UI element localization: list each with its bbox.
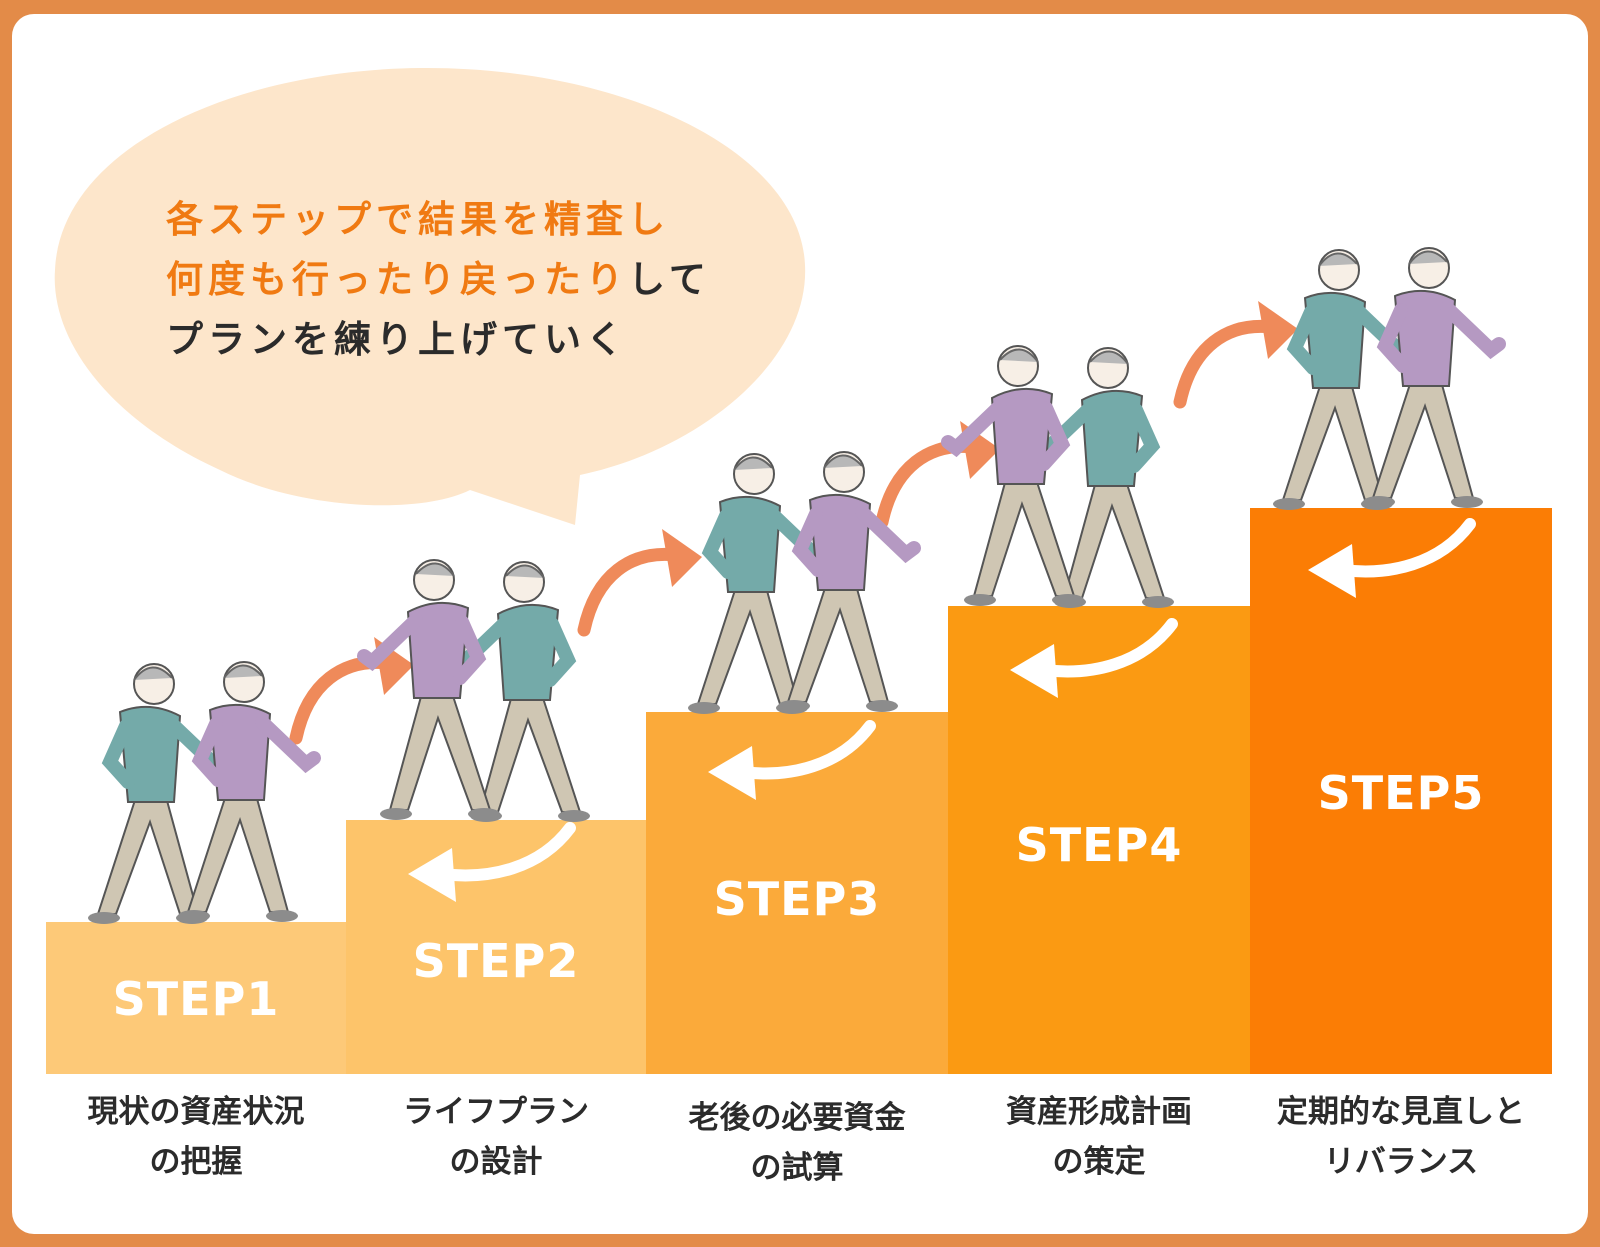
back-arrow-icon <box>1010 618 1178 698</box>
step-1-caption-line-2: の把握 <box>149 1144 243 1180</box>
step-2-label: STEP2 <box>412 934 580 988</box>
back-arrow-icon <box>1308 518 1476 598</box>
step-5-caption-line-1: 定期的な見直しと <box>1277 1094 1525 1130</box>
bubble-line-2-rest: して <box>628 258 711 301</box>
step-5-block: STEP5 <box>1250 508 1552 1074</box>
step-1-label: STEP1 <box>112 972 280 1026</box>
step-3-label: STEP3 <box>713 872 881 926</box>
step-1-caption-line-1: 現状の資産状況 <box>87 1094 305 1130</box>
woman-figure <box>941 345 1084 606</box>
step-5-label: STEP5 <box>1317 766 1485 820</box>
step-5-caption: 定期的な見直しと リバランス <box>1251 1087 1551 1187</box>
bubble-line-1: 各ステップで結果を精査し <box>166 198 670 241</box>
step-4-block: STEP4 <box>948 606 1250 1074</box>
step-3-caption-line-2: の試算 <box>750 1150 844 1186</box>
bubble-line-3: プランを練り上げていく <box>166 318 628 361</box>
woman-figure <box>1363 247 1506 508</box>
speech-bubble-shape <box>54 67 806 525</box>
step-1-block: STEP1 <box>46 922 346 1074</box>
step-4-caption: 資産形成計画 の策定 <box>949 1087 1249 1187</box>
step-2-block: STEP2 <box>346 820 646 1074</box>
step-4-label: STEP4 <box>1015 818 1183 872</box>
woman-figure <box>357 559 500 820</box>
step-2-caption-line-2: の設計 <box>449 1144 543 1180</box>
step-3-caption-line-1: 老後の必要資金 <box>688 1100 906 1136</box>
forward-arrow-icon <box>577 529 702 637</box>
woman-figure <box>178 661 321 922</box>
step-3-caption: 老後の必要資金 の試算 <box>647 1093 947 1193</box>
woman-figure <box>778 451 921 712</box>
back-arrow-icon <box>408 822 576 902</box>
bubble-line-2-highlight: 何度も行ったり戻ったり <box>166 258 628 301</box>
forward-arrow-icon <box>289 637 414 745</box>
step-4-caption-line-2: の策定 <box>1052 1144 1146 1180</box>
step-4-caption-line-1: 資産形成計画 <box>1006 1094 1192 1130</box>
step-2-caption: ライフプラン の設計 <box>346 1087 646 1187</box>
forward-arrow-icon <box>875 421 1000 529</box>
step-5-caption-line-2: リバランス <box>1323 1144 1479 1180</box>
step-1-caption: 現状の資産状況 の把握 <box>46 1087 346 1187</box>
man-figure <box>447 561 590 822</box>
forward-arrow-icon <box>1173 301 1298 409</box>
step-2-caption-line-1: ライフプラン <box>403 1094 589 1130</box>
back-arrow-icon <box>708 720 876 800</box>
bubble-text: 各ステップで結果を精査し 何度も行ったり戻ったりして プランを練り上げていく <box>166 190 711 370</box>
